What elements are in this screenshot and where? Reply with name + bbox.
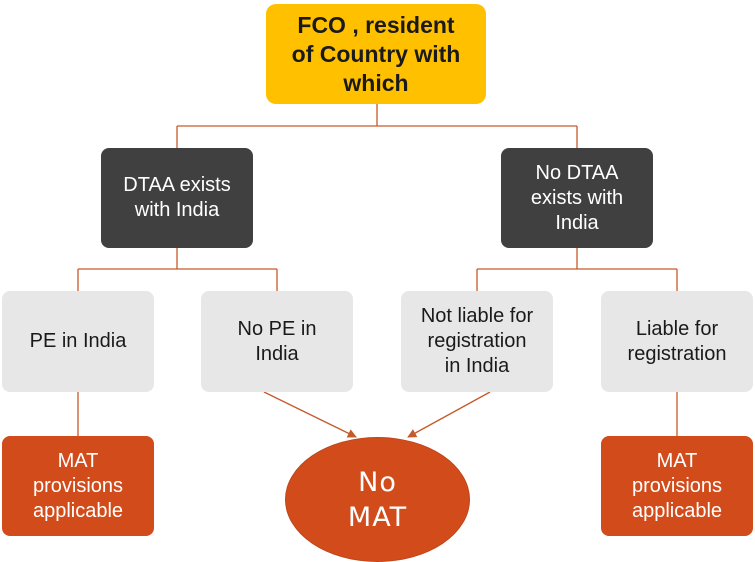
arrow-not-liable-to-no-mat xyxy=(407,391,491,438)
outcome-node-no-mat: No MAT xyxy=(285,437,470,562)
leaf-node-pe-in-india: PE in India xyxy=(2,291,154,392)
leaf-node-not-liable-registration: Not liable for registration in India xyxy=(401,291,553,392)
outcome-node-mat-applicable-left: MAT provisions applicable xyxy=(2,436,154,536)
leaf-node-no-pe-in-india: No PE in India xyxy=(201,291,353,392)
outcome-node-mat-applicable-right: MAT provisions applicable xyxy=(601,436,753,536)
branch-node-no-dtaa: No DTAA exists with India xyxy=(501,148,653,248)
arrow-no-pe-to-no-mat xyxy=(263,391,357,438)
branch-node-dtaa-exists: DTAA exists with India xyxy=(101,148,253,248)
root-node-fco-resident: FCO , resident of Country with which xyxy=(266,4,486,104)
leaf-node-liable-registration: Liable for registration xyxy=(601,291,753,392)
